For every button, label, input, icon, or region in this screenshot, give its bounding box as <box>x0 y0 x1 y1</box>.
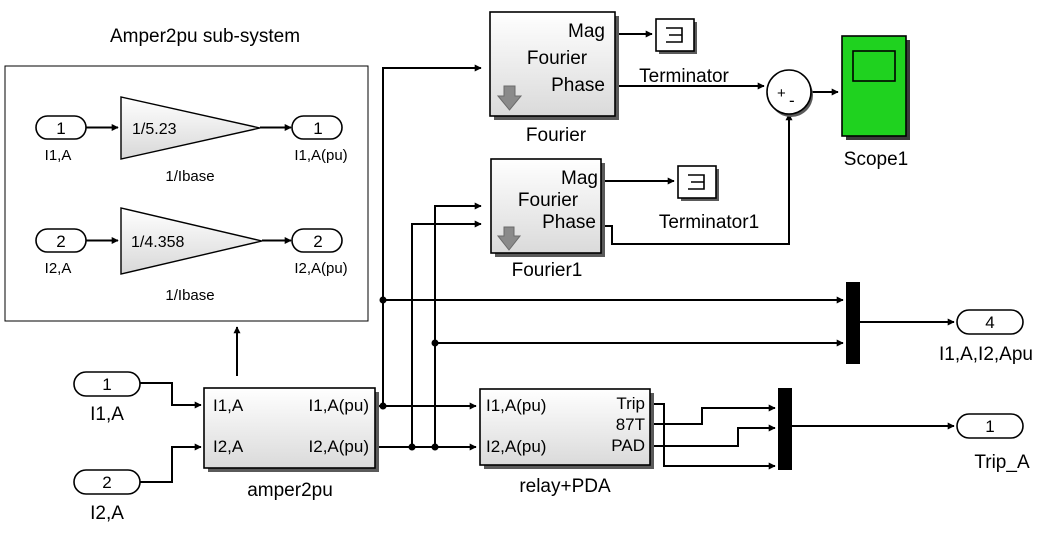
sub-outport-2-label: I2,A(pu) <box>294 260 347 277</box>
terminator-block[interactable]: Terminator <box>639 18 730 87</box>
outport-4-label: I1,A,I2,Apu <box>939 344 1033 365</box>
branch-dot <box>431 339 439 347</box>
branch-dot <box>379 296 387 304</box>
outport-4[interactable]: 4 I1,A,I2,Apu <box>939 309 1033 365</box>
relay-pda-block[interactable]: I1,A(pu) I2,A(pu) Trip 87T PAD relay+PDA <box>479 388 654 497</box>
subsystem-title: Amper2pu sub-system <box>110 26 300 47</box>
wire-pad-mux2 <box>650 424 776 447</box>
outport-1-label: Trip_A <box>974 452 1030 473</box>
relay-out-pad: PAD <box>611 436 645 455</box>
down-arrow-icon <box>496 226 522 251</box>
svg-text:2: 2 <box>313 232 322 251</box>
wire-in1-amper2pu <box>140 382 202 409</box>
gain-block-2-value: 1/4.358 <box>131 234 184 251</box>
inport-2-label: I2,A <box>90 503 124 524</box>
sum-plus-sign: + <box>777 85 786 102</box>
fourier1-title: Fourier <box>518 190 579 211</box>
inport-2[interactable]: 2 I2,A <box>73 469 141 524</box>
scope-name: Scope1 <box>844 149 908 170</box>
terminator1-name: Terminator1 <box>659 212 759 233</box>
inport-2-number: 2 <box>102 473 111 492</box>
svg-text:1: 1 <box>56 119 65 138</box>
subsystem-frame <box>4 65 369 322</box>
sub-outport-1[interactable] <box>291 115 343 140</box>
outport-1[interactable]: 1 Trip_A <box>956 413 1030 473</box>
subsystem-panel: Amper2pu sub-system 1 I1,A 1/5.23 1/Ibas… <box>4 26 369 322</box>
subsystem-row-2: 2 I2,A 1/4.358 1/Ibase 2 I2,A(pu) <box>35 207 348 304</box>
wire-fourier1-sum <box>600 113 793 245</box>
gain-block-1-value: 1/5.23 <box>132 121 177 138</box>
fourier-mag: Mag <box>568 21 605 42</box>
wire-pu2-fourier1-b <box>434 202 482 447</box>
inport-1-label: I1,A <box>90 404 124 425</box>
branch-dot <box>379 402 387 410</box>
amper2pu-in1: I1,A <box>213 396 244 415</box>
mux-block[interactable] <box>846 282 860 364</box>
fourier1-name: Fourier1 <box>512 260 583 281</box>
amper2pu-name: amper2pu <box>247 480 333 501</box>
wire-pu1-fourier <box>382 64 482 406</box>
gain-block-2-name: 1/Ibase <box>165 287 214 304</box>
sum-minus-sign: - <box>789 91 795 110</box>
scope-screen-icon <box>852 50 896 82</box>
gain-block-2[interactable] <box>120 207 263 275</box>
terminator-icon <box>666 27 683 43</box>
mux2-block[interactable] <box>778 388 792 470</box>
terminator-name: Terminator <box>639 66 729 87</box>
relay-in1: I1,A(pu) <box>486 396 546 415</box>
sub-outport-1-label: I1,A(pu) <box>294 147 347 164</box>
terminator-icon <box>688 174 705 190</box>
sub-inport-1-label: I1,A <box>45 147 72 164</box>
sub-inport-2-label: I2,A <box>45 260 72 277</box>
inport-1-number: 1 <box>102 375 111 394</box>
fourier1-phase: Phase <box>542 212 596 233</box>
subsystem-row-1: 1 I1,A 1/5.23 1/Ibase 1 I1,A(pu) <box>35 96 348 185</box>
fourier-name: Fourier <box>526 125 587 146</box>
terminator1-block[interactable]: Terminator1 <box>659 165 759 233</box>
outport-1-number: 1 <box>985 417 994 436</box>
relay-name: relay+PDA <box>519 476 611 497</box>
inport-1[interactable]: 1 I1,A <box>73 371 141 425</box>
amper2pu-in2: I2,A <box>213 437 244 456</box>
branch-dot <box>408 443 416 451</box>
wire-in2-amper2pu <box>140 443 202 483</box>
fourier-phase: Phase <box>551 75 605 96</box>
down-arrow-icon <box>496 85 523 111</box>
branch-dot <box>431 443 439 451</box>
svg-text:2: 2 <box>56 232 65 251</box>
gain-block-1[interactable] <box>120 96 261 160</box>
wires <box>140 30 955 483</box>
amper2pu-out1: I1,A(pu) <box>309 396 369 415</box>
sum-block[interactable]: + - <box>766 69 813 117</box>
fourier1-block[interactable]: Mag Fourier Phase Fourier1 <box>490 158 605 281</box>
relay-out-trip: Trip <box>616 394 645 413</box>
sub-outport-2[interactable] <box>291 228 343 253</box>
wire-pu2-fourier1-a <box>411 220 482 447</box>
amper2pu-out2: I2,A(pu) <box>309 437 369 456</box>
wire-87t-mux2 <box>650 404 776 425</box>
relay-in2: I2,A(pu) <box>486 437 546 456</box>
wire-trip-mux2 <box>650 403 776 470</box>
relay-out-87t: 87T <box>616 415 645 434</box>
svg-text:1: 1 <box>313 119 322 138</box>
fourier-title: Fourier <box>527 48 588 69</box>
scope-block[interactable]: Scope1 <box>841 35 910 170</box>
gain-block-1-name: 1/Ibase <box>165 168 214 185</box>
fourier-block[interactable]: Mag Fourier Phase Fourier <box>489 11 619 146</box>
fourier1-mag: Mag <box>561 168 598 189</box>
outport-4-number: 4 <box>985 313 994 332</box>
amper2pu-block[interactable]: I1,A I2,A I1,A(pu) I2,A(pu) amper2pu <box>203 387 379 501</box>
